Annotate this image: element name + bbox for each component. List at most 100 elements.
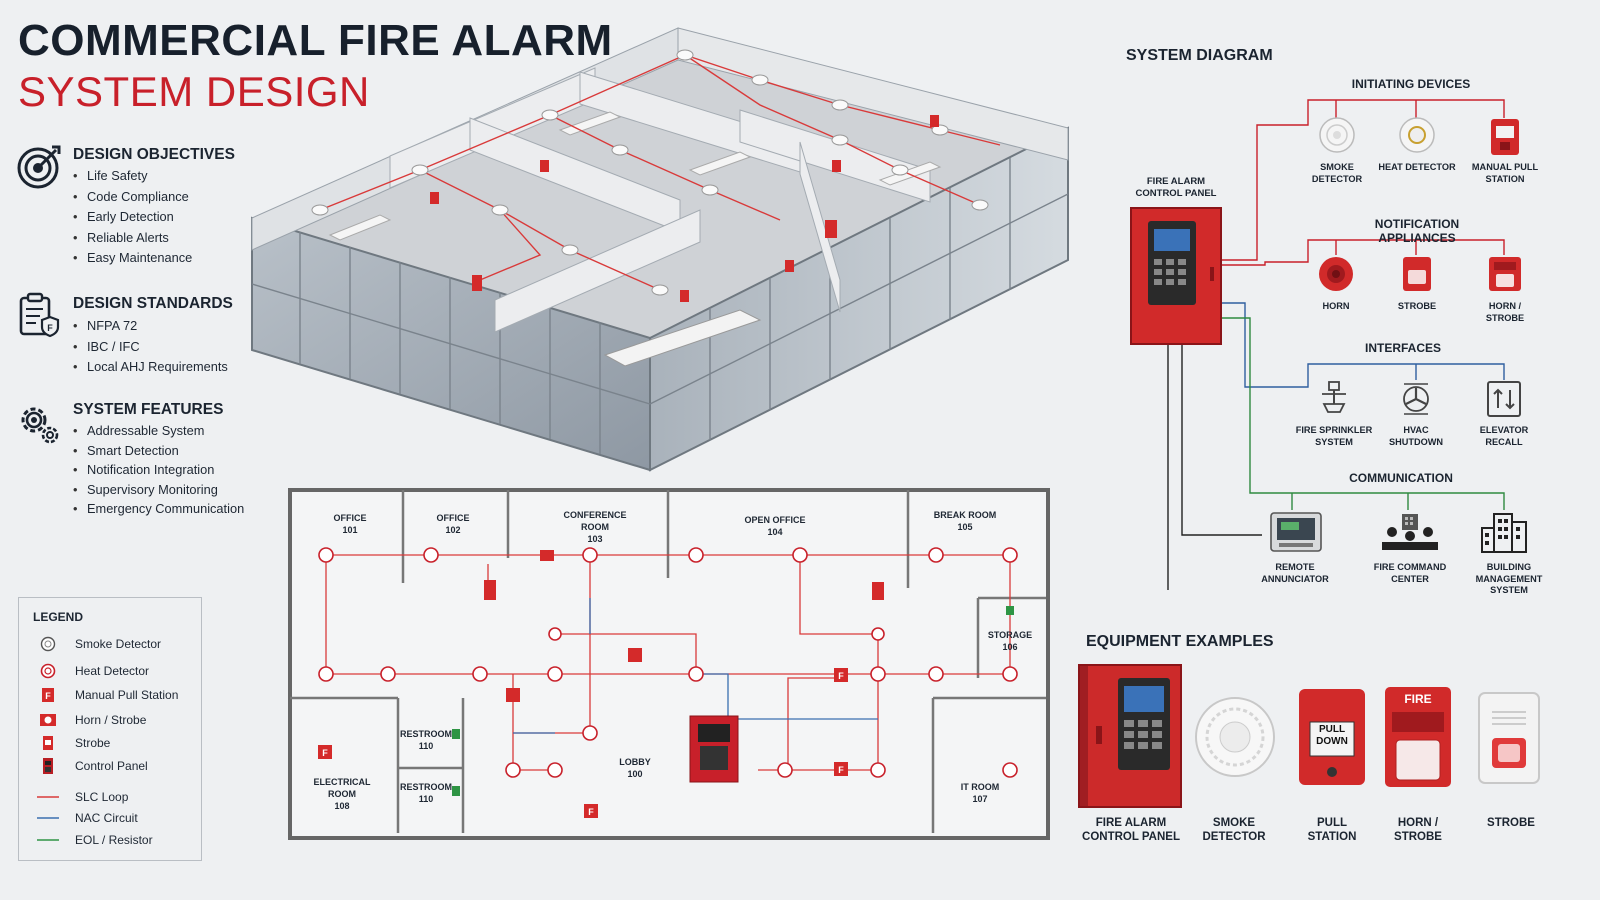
clipboard-icon: F <box>16 292 62 338</box>
objectives-list: Life Safety Code Compliance Early Detect… <box>73 166 192 269</box>
list-item: IBC / IFC <box>73 337 228 358</box>
slc-line-icon <box>37 796 59 798</box>
equipment-heading: EQUIPMENT EXAMPLES <box>1086 633 1274 650</box>
svg-text:F: F <box>47 323 53 333</box>
equipment-label: PULL STATION <box>1307 817 1357 843</box>
strobe-icon <box>43 736 53 750</box>
list-item: Supervisory Monitoring <box>73 480 244 500</box>
horn-strobe-icon: FIRE <box>1384 686 1452 788</box>
device-label: FIRE COMMAND CENTER <box>1373 562 1447 584</box>
group-heading-communication: COMMUNICATION <box>1349 471 1453 485</box>
device-label: MANUAL PULL STATION <box>1471 162 1539 184</box>
horn-strobe-icon <box>40 714 56 726</box>
smoke-detector-icon <box>1318 116 1356 154</box>
device-label: FIRE SPRINKLER SYSTEM <box>1295 425 1373 447</box>
elevator-icon <box>1486 380 1522 418</box>
control-panel-icon <box>1078 664 1182 808</box>
legend-label: SLC Loop <box>75 790 129 804</box>
svg-text:F: F <box>322 748 328 758</box>
legend-label: Horn / Strobe <box>75 713 147 727</box>
device-label: SMOKE DETECTOR <box>1311 162 1363 184</box>
device-label: HEAT DETECTOR <box>1378 162 1456 172</box>
standards-list: NFPA 72 IBC / IFC Local AHJ Requirements <box>73 316 228 378</box>
list-item: Notification Integration <box>73 460 244 480</box>
legend-heading: LEGEND <box>33 610 84 624</box>
legend-item: Control Panel <box>19 756 199 776</box>
device-label: STROBE <box>1397 301 1437 311</box>
panel-label: FIRE ALARM CONTROL PANEL <box>1135 176 1217 199</box>
sprinkler-icon <box>1318 380 1350 418</box>
legend-item: NAC Circuit <box>19 808 199 828</box>
list-item: Code Compliance <box>73 187 192 208</box>
svg-text:F: F <box>838 671 844 681</box>
smoke-detector-icon <box>1194 696 1276 778</box>
building-icon <box>1480 512 1528 554</box>
equipment-label: FIRE ALARM CONTROL PANEL <box>1082 817 1180 843</box>
target-icon <box>16 144 62 190</box>
legend-item: Horn / Strobe <box>19 710 199 730</box>
features-list: Addressable System Smart Detection Notif… <box>73 421 244 519</box>
pull-station-icon: PULL DOWN <box>1298 688 1366 786</box>
list-item: Reliable Alerts <box>73 228 192 249</box>
list-item: Addressable System <box>73 421 244 441</box>
system-diagram-connections <box>1120 90 1540 600</box>
section-heading-standards: DESIGN STANDARDS <box>73 295 233 312</box>
horn-strobe-text: FIRE <box>1404 692 1432 706</box>
annunciator-icon <box>1270 512 1322 552</box>
legend-label: Smoke Detector <box>75 637 162 651</box>
list-item: Life Safety <box>73 166 192 187</box>
nac-line-icon <box>37 817 59 819</box>
heat-detector-icon <box>40 663 56 679</box>
device-label: HVAC SHUTDOWN <box>1388 425 1444 447</box>
smoke-detector-icon <box>40 636 56 652</box>
svg-text:F: F <box>45 691 51 701</box>
strobe-icon <box>1402 256 1432 292</box>
legend-label: Control Panel <box>75 759 148 773</box>
list-item: Smart Detection <box>73 441 244 461</box>
page-title-line1: COMMERCIAL FIRE ALARM <box>18 16 613 65</box>
legend-item: EOL / Resistor <box>19 830 199 850</box>
legend-label: EOL / Resistor <box>75 833 153 847</box>
svg-text:F: F <box>588 807 594 817</box>
legend-label: Heat Detector <box>75 664 150 678</box>
command-center-icon <box>1380 512 1440 554</box>
device-label: HORN <box>1322 301 1350 311</box>
control-panel-icon <box>43 758 53 774</box>
equipment-label: SMOKE DETECTOR <box>1202 817 1266 843</box>
legend-item: SLC Loop <box>19 787 199 807</box>
group-heading-interfaces: INTERFACES <box>1364 341 1441 355</box>
device-label: ELEVATOR RECALL <box>1479 425 1529 447</box>
legend-label: Strobe <box>75 736 111 750</box>
pull-station-text: PULL DOWN <box>1316 724 1348 747</box>
list-item: Easy Maintenance <box>73 248 192 269</box>
gears-icon <box>16 400 62 446</box>
list-item: NFPA 72 <box>73 316 228 337</box>
page-title-line2: SYSTEM DESIGN <box>18 68 370 115</box>
group-heading-initiating: INITIATING DEVICES <box>1351 77 1471 91</box>
pull-station-icon <box>1490 118 1520 156</box>
control-panel-icon <box>1130 207 1222 345</box>
legend-label: Manual Pull Station <box>75 688 179 702</box>
hvac-fan-icon <box>1396 380 1436 418</box>
section-heading-features: SYSTEM FEATURES <box>73 401 224 418</box>
heat-detector-icon <box>1398 116 1436 154</box>
legend-item: Smoke Detector <box>19 634 199 654</box>
list-item: Local AHJ Requirements <box>73 357 228 378</box>
eol-line-icon <box>37 839 59 841</box>
section-heading-objectives: DESIGN OBJECTIVES <box>73 146 235 163</box>
building-3d-illustration <box>240 20 1080 490</box>
list-item: Early Detection <box>73 207 192 228</box>
pull-station-icon: F <box>42 688 54 702</box>
equipment-label: HORN / STROBE <box>1394 817 1442 843</box>
device-label: HORN / STROBE <box>1485 301 1525 323</box>
